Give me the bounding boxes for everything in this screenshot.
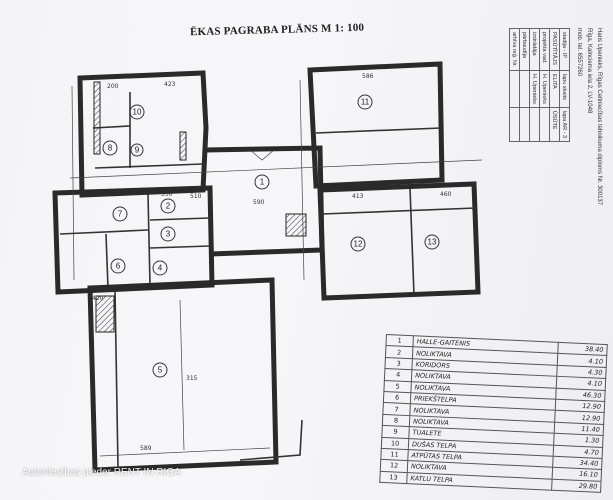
svg-text:3: 3 [166,230,171,239]
svg-text:420: 420 [92,295,104,302]
dim-label: 200 [107,83,119,90]
svg-text:2: 2 [166,202,171,211]
svg-text:8: 8 [108,144,113,153]
stamp-phone: mob. tel. 6557260 [576,28,582,77]
svg-text:423: 423 [164,81,176,88]
room-marker: 13 [424,234,440,250]
svg-text:11: 11 [361,98,370,107]
hatched-wall [93,81,101,155]
svg-text:1: 1 [260,178,265,187]
svg-text:13: 13 [428,238,437,247]
svg-text:5: 5 [158,366,163,375]
room-marker: 1 [254,174,270,190]
room-marker: 12 [350,236,366,252]
room-marker: 3 [160,226,176,242]
stairs-hatch [95,295,115,333]
svg-text:586: 586 [362,73,374,80]
svg-text:510: 510 [190,193,202,200]
title-block-stamp: Haris Upenieks, Rīgas Celtniecības tehni… [500,18,612,288]
svg-text:590: 590 [253,199,265,206]
svg-text:7: 7 [118,210,123,219]
room-marker: 8 [102,140,118,156]
legend-room-area: 29.80 [551,478,602,493]
room-marker: 10 [129,104,145,120]
svg-text:4: 4 [158,264,163,273]
svg-text:460: 460 [440,191,452,198]
svg-text:6: 6 [116,262,121,271]
svg-text:12: 12 [354,240,363,249]
svg-text:10: 10 [133,108,142,117]
room-marker: 7 [112,206,128,222]
svg-text:330: 330 [161,191,173,198]
room-marker: 4 [152,260,168,276]
room-marker: 5 [152,362,168,378]
legend-room-number: 13 [379,471,408,484]
svg-text:589: 589 [140,445,152,452]
svg-text:315: 315 [186,375,198,382]
room-marker: 2 [160,198,176,214]
stamp-address: Rīga, Kalnciema iela 2, LV-1048 [586,28,592,114]
watermark: Autortiesības pieder RENT IN RIGA [22,467,181,478]
room-marker: 9 [130,143,144,157]
room-marker: 11 [357,94,373,110]
svg-text:413: 413 [352,193,364,200]
svg-text:9: 9 [135,146,140,155]
stamp-author: Haris Upenieks, Rīgas Celtniecības tehni… [596,28,602,206]
room-marker: 6 [110,258,126,274]
wall-left-top [77,70,209,198]
